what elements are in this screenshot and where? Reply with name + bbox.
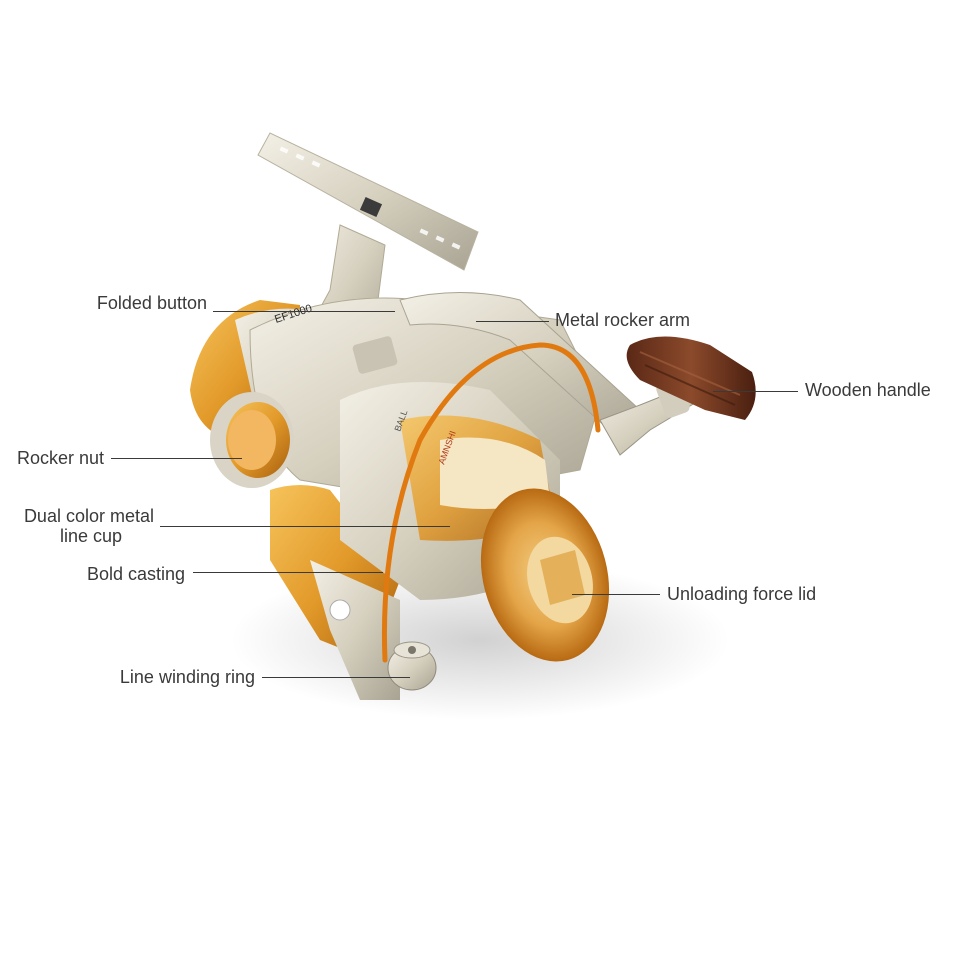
callout-folded-button: Folded button xyxy=(96,293,207,313)
spool xyxy=(340,382,610,662)
handle-plate xyxy=(257,132,479,271)
leader-wooden-handle xyxy=(713,391,798,392)
leader-folded-button xyxy=(213,311,395,312)
line-roller xyxy=(387,641,437,691)
wooden-handle-knob xyxy=(626,336,756,420)
callout-unloading-force-lid: Unloading force lid xyxy=(667,584,817,604)
leader-dual-color-cup xyxy=(160,526,450,527)
callout-dual-color-cup-line2: line cup xyxy=(59,526,122,546)
leader-line-winding-ring xyxy=(262,677,410,678)
callout-wooden-handle: Wooden handle xyxy=(805,380,931,400)
leader-bold-casting xyxy=(193,572,383,573)
callout-line-winding-ring: Line winding ring xyxy=(119,667,255,687)
leader-unloading-force-lid xyxy=(572,594,660,595)
leader-rocker-nut xyxy=(111,458,242,459)
callout-dual-color-cup-line1: Dual color metal xyxy=(23,506,154,526)
callout-rocker-nut: Rocker nut xyxy=(16,448,104,468)
callout-metal-rocker-arm: Metal rocker arm xyxy=(555,310,691,330)
bail-wire xyxy=(381,342,601,663)
callout-bold-casting: Bold casting xyxy=(86,564,185,584)
rocker-nut xyxy=(210,392,294,488)
leader-metal-rocker-arm xyxy=(476,321,549,322)
